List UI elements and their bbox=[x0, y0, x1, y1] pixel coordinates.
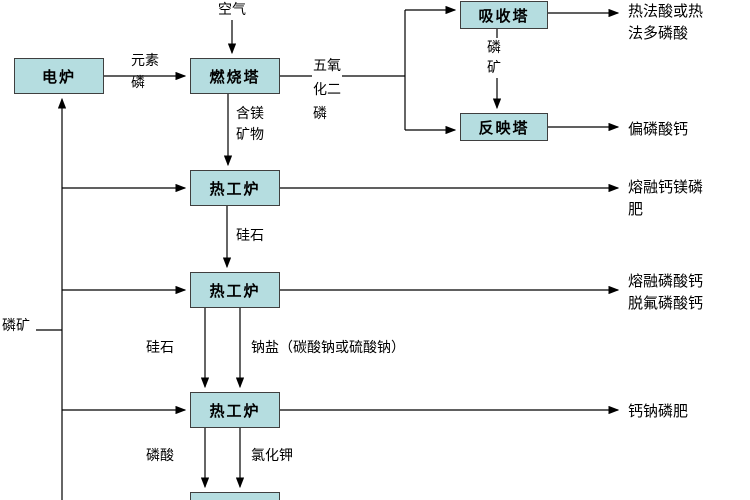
node-thermal-furnace-1: 热工炉 bbox=[190, 170, 280, 206]
label-line: 五氧 bbox=[313, 58, 341, 74]
output-line: 热法酸或热 bbox=[628, 2, 704, 20]
output-line: 法多磷酸 bbox=[628, 24, 689, 42]
output-line: 熔融磷酸钙 bbox=[628, 272, 704, 290]
label-silica-lower: 硅石 bbox=[146, 340, 174, 356]
label-magnesium-minerals: 含镁 矿物 bbox=[236, 104, 264, 146]
node-thermal-furnace-3: 热工炉 bbox=[190, 392, 280, 428]
output-calcium-metaphosphate: 偏磷酸钙 bbox=[628, 120, 689, 138]
output-thermal-acid: 热法酸或热 法多磷酸 bbox=[628, 0, 703, 44]
label-line: 矿物 bbox=[236, 127, 264, 143]
label-elemental-phosphorus: 元素 磷 bbox=[131, 50, 159, 94]
node-combustion-tower: 燃烧塔 bbox=[190, 58, 280, 94]
label-air: 空气 bbox=[218, 2, 246, 18]
label-phosphate-ore-left: 磷矿 bbox=[2, 318, 30, 334]
label-line: 矿 bbox=[487, 60, 501, 76]
node-electric-furnace: 电炉 bbox=[14, 58, 104, 94]
output-line: 熔融钙镁磷 bbox=[628, 178, 704, 196]
label-line: 元素 bbox=[131, 53, 159, 69]
label-line: 磷 bbox=[313, 106, 327, 122]
output-fused-defluorinated-phosphate: 熔融磷酸钙 脱氟磷酸钙 bbox=[628, 270, 703, 314]
label-line: 化二 bbox=[313, 82, 341, 98]
label-phosphorus-pentoxide: 五氧 化二 磷 bbox=[312, 54, 342, 126]
output-line: 肥 bbox=[628, 200, 644, 218]
output-fused-ca-mg-fertilizer: 熔融钙镁磷 肥 bbox=[628, 176, 703, 220]
label-phosphoric-acid: 磷酸 bbox=[146, 448, 174, 464]
output-line: 脱氟磷酸钙 bbox=[628, 294, 704, 312]
label-line: 磷 bbox=[487, 40, 501, 56]
output-ca-na-fertilizer: 钙钠磷肥 bbox=[628, 402, 689, 420]
label-silica-upper: 硅石 bbox=[236, 228, 264, 244]
node-absorption-tower: 吸收塔 bbox=[460, 1, 548, 29]
node-reaction-tower: 反映塔 bbox=[460, 113, 548, 141]
label-phosphate-ore-mid: 磷 矿 bbox=[486, 38, 502, 78]
label-sodium-salt: 钠盐（碳酸钠或硫酸钠） bbox=[251, 340, 405, 356]
node-bottom-cutoff-box bbox=[190, 492, 280, 500]
node-thermal-furnace-2: 热工炉 bbox=[190, 272, 280, 308]
label-line: 含镁 bbox=[236, 106, 264, 122]
label-line: 磷 bbox=[131, 75, 145, 91]
label-potassium-chloride: 氯化钾 bbox=[251, 448, 293, 464]
